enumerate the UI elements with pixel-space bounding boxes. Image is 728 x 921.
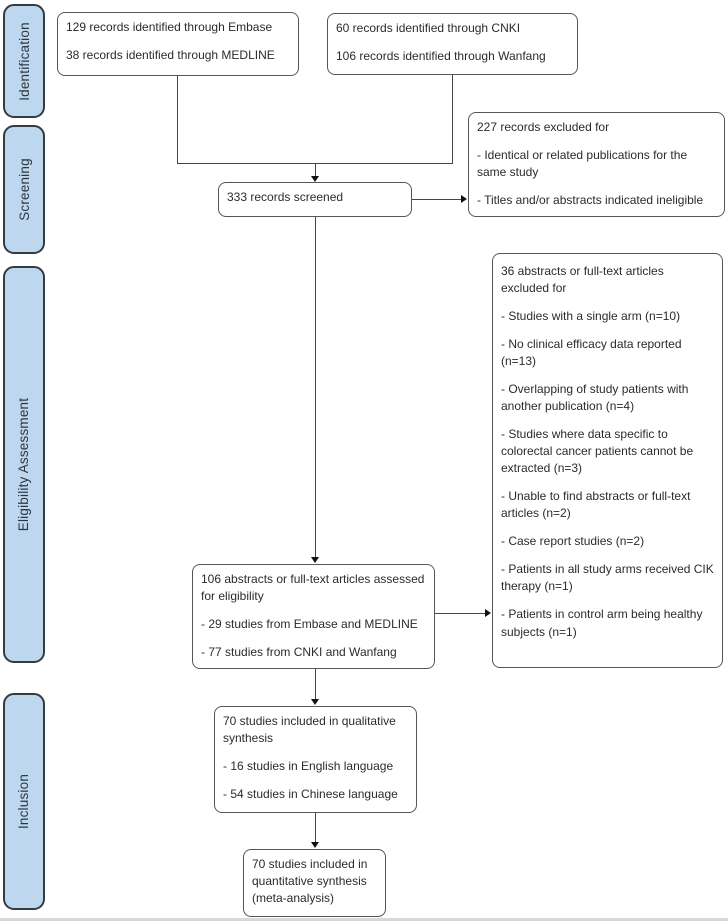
stage-eligibility-assessment: Eligibility Assessment (3, 266, 45, 663)
box-line: 227 records excluded for (477, 120, 610, 134)
box-line: - 77 studies from CNKI and Wanfang (201, 645, 397, 660)
box-line: - Patients in control arm being healthy … (501, 607, 703, 639)
box-sources-cnki-wanfang: 60 records identified through CNKI 106 r… (327, 13, 578, 75)
stage-eligibility-assessment-label: Eligibility Assessment (16, 397, 32, 532)
connector-screened-to-assessed (315, 217, 317, 558)
arrowhead-down-icon (311, 842, 319, 848)
stage-identification-label: Identification (16, 21, 32, 101)
box-records-screened: 333 records screened (218, 182, 412, 217)
arrowhead-right-icon (485, 609, 491, 617)
arrowhead-down-icon (311, 699, 319, 705)
box-line: - Patients in all study arms received CI… (501, 562, 714, 594)
box-line: - Titles and/or abstracts indicated inel… (477, 193, 704, 208)
connector-sources-en-down (177, 76, 179, 163)
box-line: - Studies with a single arm (n=10) (501, 309, 681, 324)
connector-assessed-to-qualitative (315, 669, 317, 700)
connector-assessed-to-fulltext-excluded (435, 613, 486, 615)
figure-bottom-edge (0, 918, 728, 921)
stage-screening: Screening (3, 125, 45, 254)
arrowhead-down-icon (311, 176, 319, 182)
box-line: - Overlapping of study patients with ano… (501, 382, 689, 414)
box-line: - 16 studies in English language (223, 759, 394, 774)
box-fulltext-excluded: 36 abstracts or full-text articles exclu… (492, 253, 723, 668)
stage-identification: Identification (3, 4, 45, 118)
arrowhead-right-icon (461, 195, 467, 203)
box-sources-embase-medline: 129 records identified through Embase 38… (57, 12, 299, 76)
connector-merge-to-screened (315, 163, 317, 176)
box-line: 333 records screened (227, 190, 344, 204)
box-quantitative-synthesis: 70 studies included in quantitative synt… (243, 849, 386, 917)
connector-qualitative-to-quantitative (315, 813, 317, 843)
box-line: 106 abstracts or full-text articles asse… (201, 572, 425, 604)
box-line: 60 records identified through CNKI (336, 21, 521, 35)
box-line: 129 records identified through Embase (66, 20, 273, 34)
box-qualitative-synthesis: 70 studies included in qualitative synth… (214, 706, 417, 813)
box-records-excluded: 227 records excluded for - Identical or … (468, 112, 725, 217)
stage-inclusion: Inclusion (3, 693, 45, 910)
box-line: - 29 studies from Embase and MEDLINE (201, 617, 418, 632)
box-line: - No clinical efficacy data reported (n=… (501, 337, 682, 369)
box-line: 106 records identified through Wanfang (336, 49, 546, 64)
box-line: - Unable to find abstracts or full-text … (501, 489, 691, 521)
arrowhead-down-icon (311, 557, 319, 563)
box-line: - Case report studies (n=2) (501, 534, 645, 549)
stage-screening-label: Screening (16, 158, 32, 221)
box-line: - Identical or related publications for … (477, 148, 688, 180)
box-line: 70 studies included in qualitative synth… (223, 714, 396, 746)
connector-sources-cn-down (452, 75, 454, 163)
connector-screened-to-excluded (412, 199, 462, 201)
box-line: 70 studies included in quantitative synt… (252, 857, 368, 906)
stage-inclusion-label: Inclusion (16, 773, 32, 830)
box-line: 36 abstracts or full-text articles exclu… (501, 264, 664, 296)
box-line: 38 records identified through MEDLINE (66, 48, 275, 63)
box-line: - Studies where data specific to colorec… (501, 427, 694, 476)
box-assessed-eligibility: 106 abstracts or full-text articles asse… (192, 564, 435, 669)
box-line: - 54 studies in Chinese language (223, 787, 398, 802)
